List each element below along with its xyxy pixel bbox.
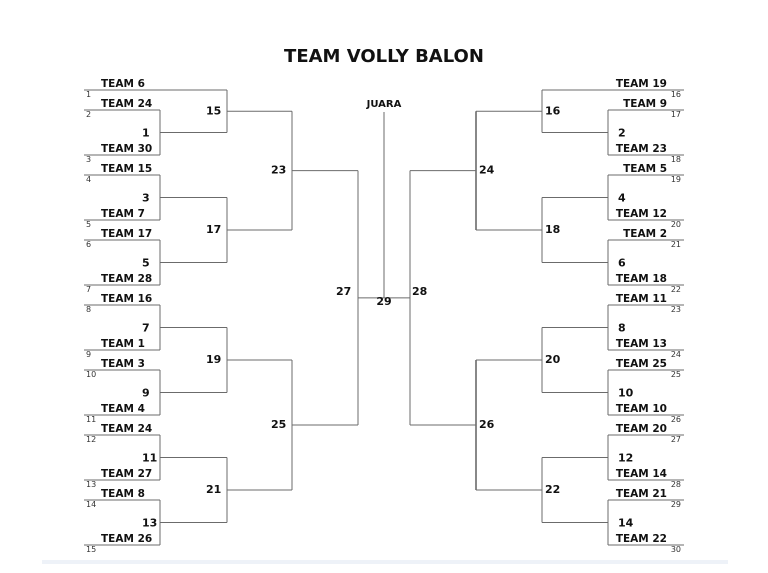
right-slot-number: 16 <box>671 90 681 99</box>
left-team-name: TEAM 6 <box>101 78 145 90</box>
right-match-number: 18 <box>545 223 560 236</box>
right-team-name: TEAM 19 <box>616 78 667 90</box>
left-match-number: 7 <box>142 322 150 335</box>
right-team-name: TEAM 13 <box>616 338 667 350</box>
right-team-name: TEAM 25 <box>616 358 667 370</box>
left-match-number: 19 <box>206 353 221 366</box>
left-team-name: TEAM 16 <box>101 293 152 305</box>
bracket-title: TEAM VOLLY BALON <box>284 46 484 67</box>
left-match-number: 11 <box>142 452 157 465</box>
left-slot-number: 6 <box>86 240 91 249</box>
right-slot-number: 30 <box>671 545 681 554</box>
left-team-name: TEAM 3 <box>101 358 145 370</box>
right-match-number: 28 <box>412 285 427 298</box>
right-slot-number: 20 <box>671 220 681 229</box>
left-slot-number: 4 <box>86 175 91 184</box>
right-team-name: TEAM 22 <box>616 533 667 545</box>
right-team-name: TEAM 11 <box>616 293 667 305</box>
left-match-number: 27 <box>336 285 351 298</box>
right-team-name: TEAM 21 <box>616 488 667 500</box>
right-match-number: 20 <box>545 353 561 366</box>
left-slot-number: 3 <box>86 155 91 164</box>
left-slot-number: 7 <box>86 285 91 294</box>
left-match-number: 23 <box>271 164 286 177</box>
left-match-number: 13 <box>142 517 157 530</box>
right-slot-number: 17 <box>671 110 681 119</box>
left-slot-number: 14 <box>86 500 96 509</box>
right-match-number: 8 <box>618 322 626 335</box>
right-match-number: 26 <box>479 418 495 431</box>
right-match-number: 2 <box>618 127 626 140</box>
left-team-name: TEAM 24 <box>101 423 152 435</box>
left-slot-number: 1 <box>86 90 91 99</box>
right-slot-number: 18 <box>671 155 681 164</box>
left-slot-number: 5 <box>86 220 91 229</box>
left-team-name: TEAM 30 <box>101 143 152 155</box>
left-slot-number: 9 <box>86 350 91 359</box>
left-team-name: TEAM 26 <box>101 533 152 545</box>
right-slot-number: 19 <box>671 175 681 184</box>
left-match-number: 5 <box>142 257 150 270</box>
final-match-number: 29 <box>376 295 391 308</box>
left-slot-number: 13 <box>86 480 96 489</box>
right-team-name: TEAM 10 <box>616 403 667 415</box>
right-match-number: 4 <box>618 192 626 205</box>
right-slot-number: 28 <box>671 480 681 489</box>
right-match-number: 24 <box>479 164 495 177</box>
left-match-number: 3 <box>142 192 150 205</box>
right-match-number: 22 <box>545 483 560 496</box>
left-slot-number: 8 <box>86 305 91 314</box>
right-slot-number: 27 <box>671 435 681 444</box>
right-team-name: TEAM 20 <box>616 423 667 435</box>
left-match-number: 17 <box>206 223 221 236</box>
right-team-name: TEAM 2 <box>623 228 667 240</box>
left-team-name: TEAM 28 <box>101 273 152 285</box>
right-match-number: 10 <box>618 387 634 400</box>
right-match-number: 6 <box>618 257 626 270</box>
right-slot-number: 29 <box>671 500 681 509</box>
left-match-number: 21 <box>206 483 221 496</box>
left-match-number: 9 <box>142 387 150 400</box>
right-slot-number: 24 <box>671 350 681 359</box>
left-team-name: TEAM 27 <box>101 468 152 480</box>
right-match-number: 12 <box>618 452 633 465</box>
left-team-name: TEAM 15 <box>101 163 152 175</box>
right-match-number: 14 <box>618 517 634 530</box>
page-bottom-divider <box>42 560 728 564</box>
left-team-name: TEAM 24 <box>101 98 152 110</box>
left-slot-number: 15 <box>86 545 96 554</box>
left-match-number: 25 <box>271 418 286 431</box>
right-team-name: TEAM 18 <box>616 273 667 285</box>
left-team-name: TEAM 17 <box>101 228 152 240</box>
right-team-name: TEAM 14 <box>616 468 667 480</box>
left-team-name: TEAM 8 <box>101 488 145 500</box>
left-slot-number: 10 <box>86 370 96 379</box>
champion-label: JUARA <box>366 99 402 110</box>
left-team-name: TEAM 1 <box>101 338 145 350</box>
right-slot-number: 23 <box>671 305 681 314</box>
right-slot-number: 25 <box>671 370 681 379</box>
left-team-name: TEAM 4 <box>101 403 145 415</box>
left-slot-number: 12 <box>86 435 96 444</box>
left-team-name: TEAM 7 <box>101 208 145 220</box>
left-slot-number: 11 <box>86 415 96 424</box>
right-match-number: 16 <box>545 104 561 117</box>
left-match-number: 1 <box>142 127 150 140</box>
right-slot-number: 22 <box>671 285 681 294</box>
right-team-name: TEAM 12 <box>616 208 667 220</box>
right-slot-number: 26 <box>671 415 681 424</box>
right-team-name: TEAM 5 <box>623 163 667 175</box>
left-match-number: 15 <box>206 104 221 117</box>
right-team-name: TEAM 23 <box>616 143 667 155</box>
right-slot-number: 21 <box>671 240 681 249</box>
right-team-name: TEAM 9 <box>623 98 667 110</box>
left-slot-number: 2 <box>86 110 91 119</box>
